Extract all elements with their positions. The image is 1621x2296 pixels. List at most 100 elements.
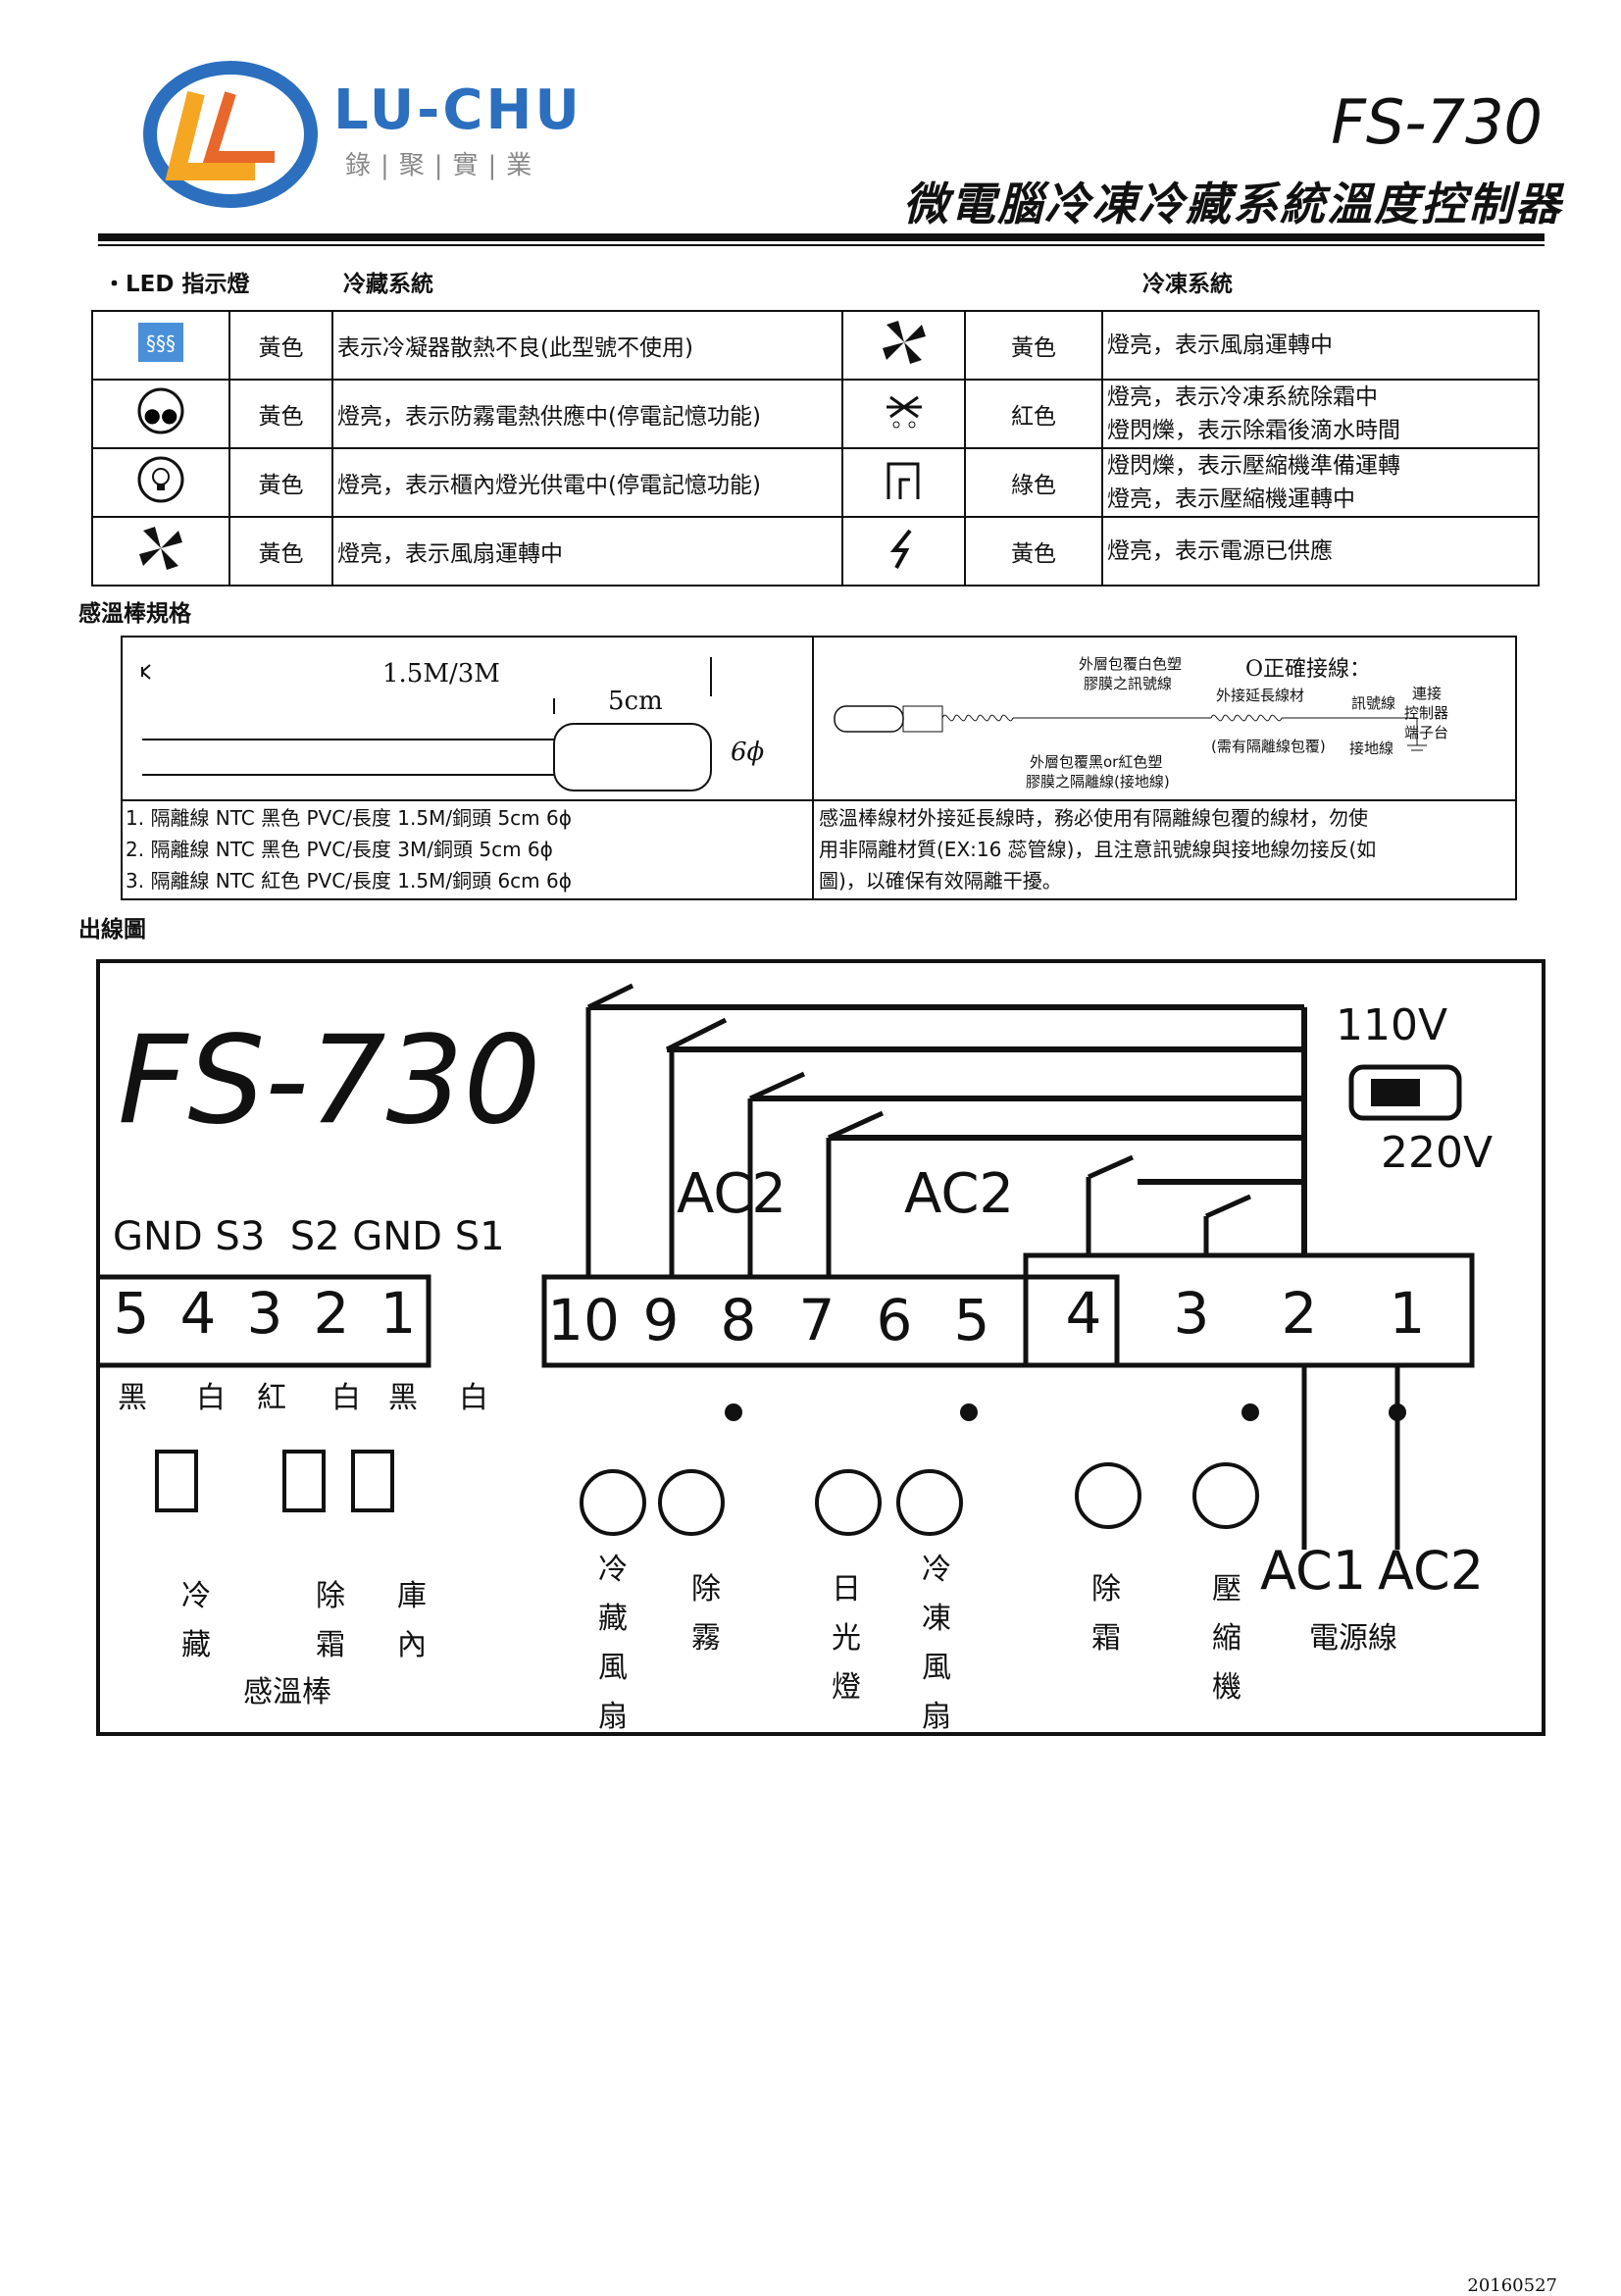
load-label: 扇: [598, 1700, 628, 1734]
note-line: 圖)，以確保有效隔離干擾。: [819, 869, 1062, 893]
terminal-label: 2: [1281, 1280, 1318, 1347]
led-desc: 燈閃爍，表示壓縮機準備運轉燈亮，表示壓縮機運轉中: [1101, 447, 1540, 518]
diagram-label: 連接: [1412, 685, 1443, 702]
spec-line: 1. 隔離線 NTC 黑色 PVC/長度 1.5M/銅頭 5cm 6ϕ: [126, 806, 572, 830]
sensor-note: 感溫棒線材外接延長線時，務必使用有隔離線包覆的線材，勿使 用非隔離材質(EX:1…: [819, 802, 1511, 896]
sensor-name: 冷: [181, 1579, 211, 1613]
diagram-label: 訊號線: [1351, 694, 1396, 712]
led-desc-line: 燈閃爍，表示壓縮機準備運轉: [1107, 453, 1400, 479]
divider: [121, 799, 1515, 801]
load-label: 除: [1091, 1572, 1121, 1607]
fan-icon: [91, 516, 230, 587]
cold-system-label: 冷藏系統: [343, 272, 433, 297]
led-row: §§§ 黃色 表示冷凝器散熱不良(此型號不使用) 黃色 燈亮，表示風扇運轉中: [91, 310, 1540, 381]
load-label: 日: [832, 1572, 861, 1607]
ac2-label: AC2: [904, 1162, 1015, 1226]
sensor-section-label: 感溫棒規格: [78, 601, 191, 627]
led-desc-line: 燈亮，表示風扇運轉中: [1107, 332, 1333, 358]
led-desc-line: 燈閃爍，表示除霜後滴水時間: [1107, 418, 1400, 443]
power-terminals: 4 3 2 1: [1030, 1280, 1461, 1347]
load-label: 燈: [832, 1670, 861, 1705]
led-desc-line: 燈亮，表示電源已供應: [1107, 538, 1333, 564]
load-label: 縮: [1212, 1621, 1241, 1656]
wire-color: 白: [196, 1381, 226, 1415]
sensor-length: 1.5M/3M: [382, 659, 500, 689]
antifog-icon: ●●: [91, 379, 230, 449]
terminal-label: 7: [798, 1287, 836, 1353]
load-label: 扇: [922, 1700, 951, 1734]
sensor-name: 內: [397, 1628, 427, 1662]
led-desc-line: 燈亮，表示冷凍系統除霜中: [1107, 384, 1378, 410]
load-label: 藏: [598, 1602, 628, 1636]
wiring-model: FS-730: [118, 1010, 541, 1151]
terminal-label: 4: [1065, 1280, 1102, 1347]
terminal-label: 5: [953, 1287, 990, 1353]
wire-color: 紅: [257, 1381, 286, 1415]
led-color: 黃色: [228, 516, 333, 587]
load-label: 光: [832, 1621, 861, 1656]
terminal-label: 6: [876, 1287, 913, 1353]
power-icon: [841, 516, 966, 587]
load-label: 冷: [598, 1553, 628, 1587]
led-color: 黃色: [964, 310, 1103, 381]
wire-color: 白: [459, 1381, 488, 1415]
led-desc: 燈亮，表示風扇運轉中: [1101, 310, 1540, 381]
wiring-diagram-box: [96, 959, 1545, 1736]
terminal-label: 10: [547, 1287, 620, 1353]
led-section-label: ・LED 指示燈: [103, 272, 250, 297]
page-title: 微電腦冷凍冷藏系統溫度控制器: [903, 178, 1562, 230]
wiring-section-label: 出線圖: [78, 917, 146, 943]
spec-line: 2. 隔離線 NTC 黑色 PVC/長度 3M/銅頭 5cm 6ϕ: [126, 838, 553, 861]
sensor-diameter: 6ϕ: [731, 738, 765, 767]
fan-icon: [841, 310, 966, 381]
ac1-label: AC1: [1260, 1540, 1367, 1602]
load-label: 機: [1212, 1670, 1241, 1705]
led-desc: 燈亮，表示冷凍系統除霜中燈閃爍，表示除霜後滴水時間: [1101, 379, 1540, 449]
diagram-label: 控制器: [1404, 704, 1449, 722]
terminal-label: 2: [313, 1280, 350, 1347]
sensor-spec-list: 1. 隔離線 NTC 黑色 PVC/長度 1.5M/銅頭 5cm 6ϕ 2. 隔…: [126, 802, 572, 896]
svg-text:§§§: §§§: [146, 332, 176, 355]
load-label: 凍: [922, 1602, 951, 1636]
diagram-label: 外接延長線材: [1216, 687, 1305, 704]
sensor-terminals: 5 4 3 2 1: [98, 1280, 431, 1347]
terminal-label: 4: [179, 1280, 217, 1347]
sensor-drawing: [141, 657, 712, 791]
defrost-icon: [841, 379, 966, 449]
document-date: 20160527: [1467, 2275, 1557, 2296]
diagram-label: 接地線: [1349, 740, 1394, 757]
lu-chu-logo-icon: [143, 61, 318, 208]
led-desc: 表示冷凝器散熱不良(此型號不使用): [331, 310, 843, 381]
sensor-name: 霜: [316, 1628, 345, 1662]
terminal-label: 3: [246, 1280, 283, 1347]
diagram-label: 膠膜之隔離線(接地線): [1026, 773, 1170, 791]
wire-color: 黑: [118, 1381, 147, 1415]
sensor-name: 藏: [181, 1628, 211, 1662]
ac2-power-label: AC2: [1378, 1540, 1485, 1602]
diagram-label: (需有隔離線包覆): [1211, 738, 1326, 755]
led-desc: 燈亮，表示電源已供應: [1101, 516, 1540, 587]
load-label: 壓: [1212, 1572, 1241, 1607]
terminal-label: 8: [720, 1287, 757, 1353]
voltage-220-label: 220V: [1381, 1128, 1494, 1178]
sensor-terminal-heads: GND S3 S2 GND S1: [113, 1214, 505, 1259]
wiring-lines: [98, 983, 1475, 1550]
sensor-name: 除: [316, 1579, 345, 1613]
logo: [137, 54, 608, 211]
sensor-tip-length: 5cm: [608, 687, 663, 716]
led-row: ●● 黃色 燈亮，表示防霧電熱供應中(停電記憶功能) 紅色 燈亮，表示冷凍系統除…: [91, 379, 1540, 449]
divider: [812, 636, 814, 898]
compressor-icon: [841, 447, 966, 518]
led-desc: 燈亮，表示櫃內燈光供電中(停電記憶功能): [331, 447, 843, 518]
condenser-icon: §§§: [91, 310, 230, 381]
wire-color: 白: [331, 1381, 361, 1415]
load-label: 風: [598, 1651, 628, 1685]
voltage-110-label: 110V: [1336, 1000, 1448, 1050]
terminal-label: 9: [642, 1287, 680, 1353]
led-color: 紅色: [964, 379, 1103, 449]
led-color: 黃色: [228, 310, 333, 381]
led-color: 綠色: [964, 447, 1103, 518]
spec-line: 3. 隔離線 NTC 紅色 PVC/長度 1.5M/銅頭 6cm 6ϕ: [126, 869, 572, 893]
note-line: 感溫棒線材外接延長線時，務必使用有隔離線包覆的線材，勿使: [819, 806, 1368, 830]
diagram-label: 膠膜之訊號線: [1084, 675, 1173, 692]
